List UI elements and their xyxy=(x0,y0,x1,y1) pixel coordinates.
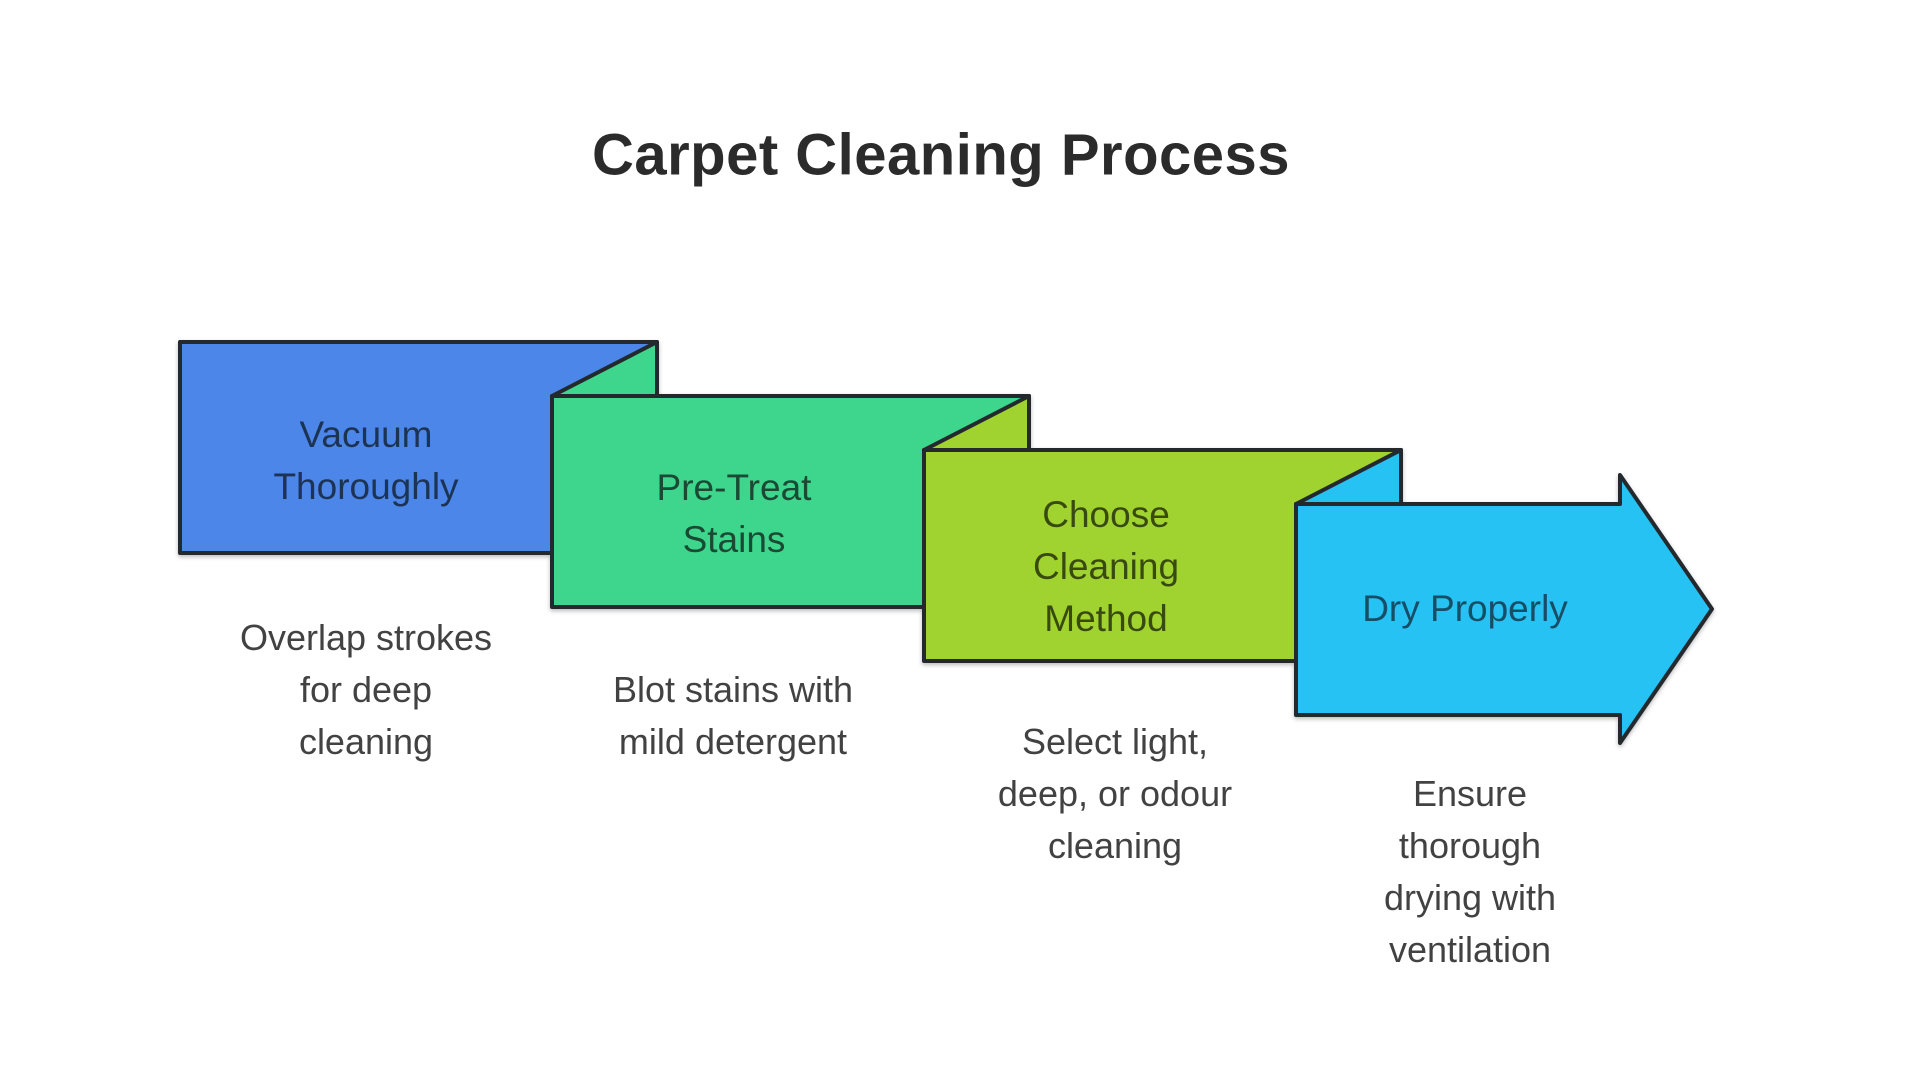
step-1-caption-line-2: for deep xyxy=(299,669,433,710)
step-3-caption-line-1: Select light, xyxy=(1021,721,1209,762)
step-1-label-line-1: Vacuum xyxy=(299,414,433,455)
step-4-caption: Ensure thorough drying with ventilation xyxy=(1384,768,1556,976)
step-4-label: Dry Properly xyxy=(1362,583,1568,635)
step-1-caption-line-3: cleaning xyxy=(298,721,434,762)
step-1-label-line-2: Thoroughly xyxy=(273,466,459,507)
step-3-label-line-1: Choose xyxy=(1042,494,1170,535)
diagram-title: Carpet Cleaning Process xyxy=(591,122,1291,188)
step-1-label: Vacuum Thoroughly xyxy=(273,409,458,513)
step-3-label: Choose Cleaning Method xyxy=(1033,489,1179,645)
step-1-caption-line-1: Overlap strokes xyxy=(239,617,493,658)
step-4-caption-line-4: ventilation xyxy=(1388,929,1552,970)
step-4-caption-line-3: drying with xyxy=(1383,877,1557,918)
step-4-caption-line-1: Ensure xyxy=(1412,773,1528,814)
banner-group xyxy=(178,340,1714,745)
step-4-arrow xyxy=(1294,473,1714,745)
step-3-label-line-2: Cleaning xyxy=(1032,546,1180,587)
step-2-caption-line-1: Blot stains with xyxy=(612,669,854,710)
step-2-caption-line-2: mild detergent xyxy=(618,721,848,762)
step-4-label-line-1: Dry Properly xyxy=(1362,588,1568,629)
step-3-caption-line-2: deep, or odour xyxy=(997,773,1233,814)
step-2-label-line-1: Pre-Treat xyxy=(656,467,812,508)
step-2-caption: Blot stains with mild detergent xyxy=(613,664,853,768)
step-3-label-line-3: Method xyxy=(1044,598,1168,639)
step-2-label: Pre-Treat Stains xyxy=(657,462,812,566)
step-1-caption: Overlap strokes for deep cleaning xyxy=(240,612,492,768)
step-2-label-line-2: Stains xyxy=(682,519,786,560)
step-4-caption-line-2: thorough xyxy=(1398,825,1542,866)
step-3-caption-line-3: cleaning xyxy=(1047,825,1183,866)
step-3-caption: Select light, deep, or odour cleaning xyxy=(998,716,1232,872)
